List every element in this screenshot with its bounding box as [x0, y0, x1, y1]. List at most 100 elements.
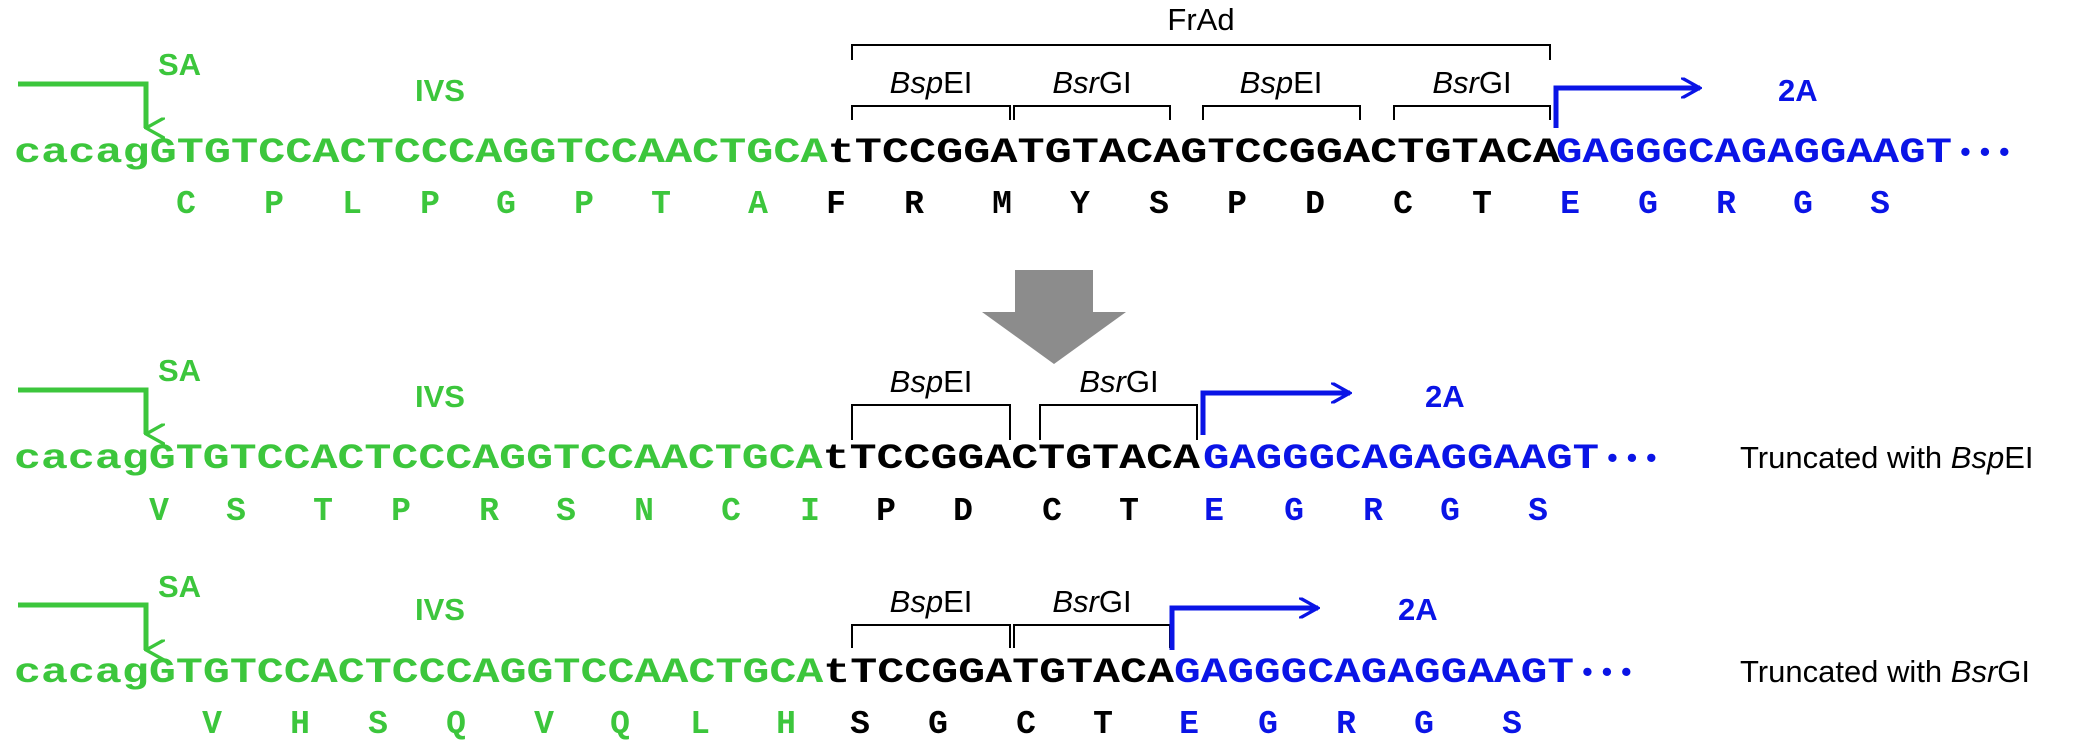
site-bracket — [851, 105, 1011, 120]
site-label-bsrgi: BsrGI — [1052, 65, 1131, 100]
twoa-label: 2A — [1425, 379, 1465, 414]
amino-acid: G — [1638, 186, 1658, 223]
amino-acid: T — [651, 186, 671, 223]
site-bracket — [1013, 105, 1171, 120]
amino-acid: S — [1870, 186, 1890, 223]
amino-acid-row: C P L P G P T A F R M Y S P D C T E G R … — [176, 186, 1890, 223]
amino-acid: R — [1716, 186, 1736, 223]
amino-acid: S — [850, 706, 870, 742]
amino-acid: C — [721, 493, 741, 530]
amino-acid: S — [1528, 493, 1548, 530]
amino-acid: G — [496, 186, 516, 223]
amino-acid: C — [1393, 186, 1413, 223]
amino-acid: E — [1560, 186, 1580, 223]
amino-acid: Y — [1070, 186, 1090, 223]
twoa-sequence: GAGGGCAGAGGAAGT — [1174, 653, 1574, 693]
amino-acid: H — [776, 706, 796, 742]
site-bracket — [1013, 624, 1171, 648]
ivs-label: IVS — [415, 73, 465, 108]
twoa-label: 2A — [1398, 592, 1438, 627]
amino-acid: L — [342, 186, 362, 223]
amino-acid: N — [634, 493, 654, 530]
twoa-label: 2A — [1778, 73, 1818, 108]
amino-acid: E — [1204, 493, 1224, 530]
twoa-start-arrow — [1200, 393, 1350, 435]
sequence-continuation-dots: • • • — [1960, 134, 2010, 169]
site-bracket — [1393, 105, 1551, 120]
site-label-bsrgi: BsrGI — [1052, 584, 1131, 619]
sequence-continuation-dots: • • • — [1607, 440, 1657, 475]
amino-acid: S — [1149, 186, 1169, 223]
amino-acid: T — [1093, 706, 1113, 742]
splice-acceptor-label: SA — [158, 353, 201, 388]
site-bracket — [851, 624, 1011, 648]
twoa-sequence: GAGGGCAGAGGAAGT — [1556, 133, 1952, 173]
twoa-sequence: GAGGGCAGAGGAAGT — [1203, 439, 1599, 479]
amino-acid: P — [876, 493, 896, 530]
amino-acid: C — [1042, 493, 1062, 530]
site-bracket — [851, 404, 1011, 440]
amino-acid: V — [149, 493, 169, 530]
amino-acid: G — [1440, 493, 1460, 530]
amino-acid: M — [992, 186, 1012, 223]
amino-acid: S — [556, 493, 576, 530]
amino-acid: S — [226, 493, 246, 530]
amino-acid: Q — [446, 706, 466, 742]
splice-acceptor-arrow — [18, 81, 146, 128]
splice-acceptor-arrow — [18, 602, 146, 650]
amino-acid: D — [1305, 186, 1325, 223]
truncation-caption: Truncated with BspEI — [1740, 440, 2034, 475]
splice-acceptor-label: SA — [158, 47, 201, 82]
amino-acid: P — [574, 186, 594, 223]
amino-acid: R — [479, 493, 499, 530]
amino-acid: I — [800, 493, 820, 530]
amino-acid: V — [202, 706, 222, 742]
site-bracket — [1039, 404, 1198, 440]
amino-acid: T — [1119, 493, 1139, 530]
amino-acid: G — [1258, 706, 1278, 742]
ivs-label: IVS — [415, 592, 465, 627]
amino-acid: F — [826, 186, 846, 223]
amino-acid: G — [1414, 706, 1434, 742]
twoa-start-arrow — [1553, 88, 1700, 128]
amino-acid: D — [953, 493, 973, 530]
amino-acid: P — [391, 493, 411, 530]
frad-label: FrAd — [1167, 2, 1234, 37]
transition-arrow — [982, 270, 1126, 364]
amino-acid: T — [313, 493, 333, 530]
amino-acid: G — [928, 706, 948, 742]
amino-acid: H — [290, 706, 310, 742]
twoa-start-arrow — [1169, 608, 1318, 650]
amino-acid: P — [264, 186, 284, 223]
amino-acid: T — [1472, 186, 1492, 223]
amino-acid: C — [176, 186, 196, 223]
splice-acceptor-arrow — [18, 387, 146, 434]
site-label-bspei: BspEI — [1240, 65, 1323, 100]
site-label-bspei: BspEI — [890, 65, 973, 100]
sequence-continuation-dots: • • • — [1582, 654, 1632, 689]
truncation-caption: Truncated with BsrGI — [1740, 654, 2030, 689]
site-label-bsrgi: BsrGI — [1432, 65, 1511, 100]
amino-acid: V — [534, 706, 554, 742]
site-label-bspei: BspEI — [890, 584, 973, 619]
frad-bracket — [851, 44, 1551, 60]
amino-acid: R — [904, 186, 924, 223]
amino-acid-row: V H S Q V Q L H S G C T E G R G S — [202, 706, 1522, 742]
site-label-bsrgi: BsrGI — [1079, 364, 1158, 399]
amino-acid: G — [1793, 186, 1813, 223]
site-label-bspei: BspEI — [890, 364, 973, 399]
amino-acid: L — [690, 706, 710, 742]
amino-acid: P — [1227, 186, 1247, 223]
amino-acid: G — [1284, 493, 1304, 530]
construct-row-full: FrAd BspEI BsrGI BspEI BsrGI SA IVS 2A c… — [14, 2, 2010, 223]
amino-acid: R — [1363, 493, 1383, 530]
amino-acid: S — [1502, 706, 1522, 742]
site-bracket — [1202, 105, 1361, 120]
